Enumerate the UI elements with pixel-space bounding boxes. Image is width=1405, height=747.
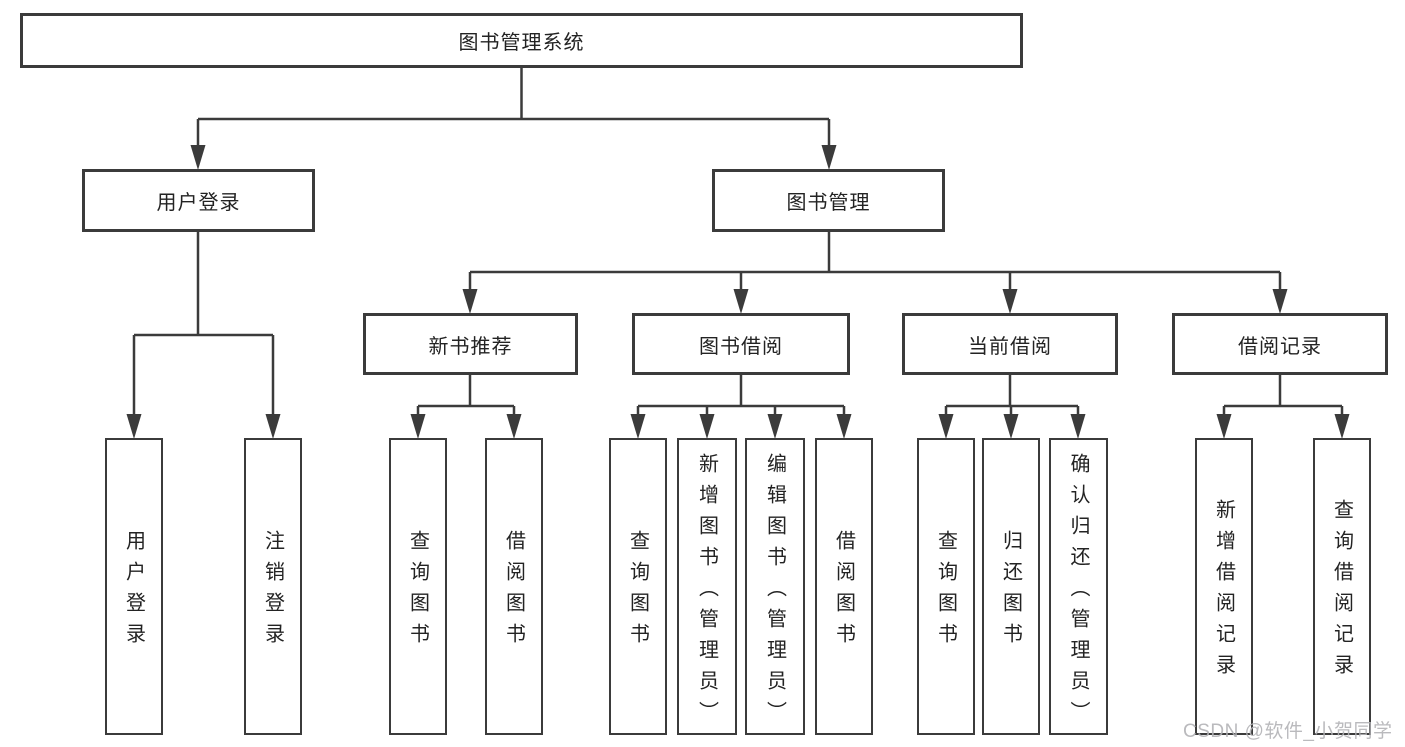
leaf-add-borrow-record: 新增借阅记录 bbox=[1195, 438, 1253, 735]
arrowhead-icon bbox=[699, 414, 715, 439]
node-new-book-recommend: 新书推荐 bbox=[363, 313, 578, 375]
leaf-current-query-book-label: 查询图书 bbox=[934, 530, 957, 654]
leaf-edit-book-admin: 编辑图书（管理员） bbox=[745, 438, 805, 735]
arrowhead-icon bbox=[506, 414, 522, 439]
leaf-current-query-book: 查询图书 bbox=[917, 438, 975, 735]
leaf-query-borrow-record: 查询借阅记录 bbox=[1313, 438, 1371, 735]
node-user-login: 用户登录 bbox=[82, 169, 315, 232]
node-book-management: 图书管理 bbox=[712, 169, 945, 232]
node-book-borrow: 图书借阅 bbox=[632, 313, 850, 375]
arrowhead-icon bbox=[410, 414, 426, 439]
arrowhead-icon bbox=[1216, 414, 1232, 439]
leaf-recommend-query-book: 查询图书 bbox=[389, 438, 447, 735]
arrowhead-icon bbox=[126, 414, 142, 439]
arrowhead-icon bbox=[1003, 414, 1019, 439]
node-current-borrow: 当前借阅 bbox=[902, 313, 1118, 375]
arrowhead-icon bbox=[1002, 289, 1018, 314]
leaf-return-book-label: 归还图书 bbox=[999, 530, 1022, 654]
leaf-add-book-admin-label: 新增图书（管理员） bbox=[695, 452, 718, 732]
node-user-login-label: 用户登录 bbox=[156, 192, 241, 214]
leaf-logout-label: 注销登录 bbox=[261, 530, 284, 654]
node-new-book-recommend-label: 新书推荐 bbox=[428, 335, 513, 358]
arrowhead-icon bbox=[836, 414, 852, 439]
arrowhead-icon bbox=[462, 289, 478, 314]
leaf-confirm-return-admin-label: 确认归还（管理员） bbox=[1067, 452, 1089, 732]
leaf-recommend-borrow-book: 借阅图书 bbox=[485, 438, 543, 735]
arrowhead-icon bbox=[767, 414, 783, 439]
leaf-borrow-query-book: 查询图书 bbox=[609, 438, 667, 735]
leaf-borrow-book-label: 借阅图书 bbox=[832, 530, 855, 654]
leaf-confirm-return-admin: 确认归还（管理员） bbox=[1049, 438, 1108, 735]
node-book-borrow-label: 图书借阅 bbox=[699, 335, 783, 358]
leaf-edit-book-admin-label: 编辑图书（管理员） bbox=[763, 452, 786, 732]
leaf-user-login-label: 用户登录 bbox=[122, 530, 145, 654]
node-borrow-records-label: 借阅记录 bbox=[1238, 335, 1322, 358]
arrowhead-icon bbox=[1334, 414, 1350, 439]
arrowhead-icon bbox=[733, 289, 749, 314]
node-borrow-records: 借阅记录 bbox=[1172, 313, 1388, 375]
arrowhead-icon bbox=[821, 145, 837, 170]
leaf-logout: 注销登录 bbox=[244, 438, 302, 735]
leaf-return-book: 归还图书 bbox=[982, 438, 1040, 735]
leaf-recommend-query-book-label: 查询图书 bbox=[406, 530, 429, 654]
arrowhead-icon bbox=[1070, 414, 1086, 439]
leaf-user-login: 用户登录 bbox=[105, 438, 163, 735]
leaf-borrow-query-book-label: 查询图书 bbox=[626, 530, 649, 654]
arrowhead-icon bbox=[265, 414, 281, 439]
arrowhead-icon bbox=[190, 145, 206, 170]
leaf-query-borrow-record-label: 查询借阅记录 bbox=[1330, 499, 1353, 685]
leaf-add-book-admin: 新增图书（管理员） bbox=[677, 438, 737, 735]
node-root: 图书管理系统 bbox=[20, 13, 1023, 68]
node-book-management-label: 图书管理 bbox=[786, 192, 871, 214]
arrowhead-icon bbox=[938, 414, 954, 439]
leaf-borrow-book: 借阅图书 bbox=[815, 438, 873, 735]
leaf-add-borrow-record-label: 新增借阅记录 bbox=[1212, 499, 1235, 685]
arrowhead-icon bbox=[1272, 289, 1288, 314]
node-root-label: 图书管理系统 bbox=[458, 32, 585, 54]
watermark-text: CSDN @软件_小贺同学 bbox=[1183, 721, 1393, 742]
leaf-recommend-borrow-book-label: 借阅图书 bbox=[502, 530, 525, 654]
arrowhead-icon bbox=[630, 414, 646, 439]
node-current-borrow-label: 当前借阅 bbox=[968, 335, 1052, 358]
